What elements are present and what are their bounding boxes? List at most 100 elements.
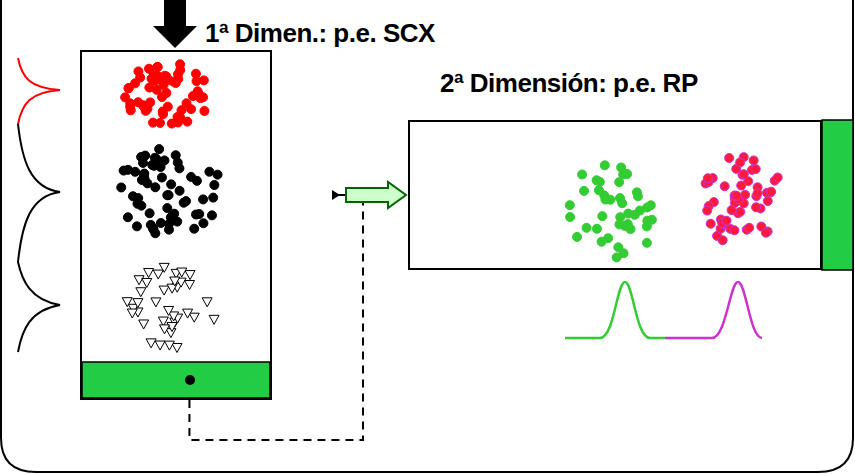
analyte-dot xyxy=(176,60,185,69)
analyte-dot xyxy=(598,212,607,221)
analyte-dot xyxy=(149,224,158,233)
analyte-dot xyxy=(192,210,201,219)
analyte-dot xyxy=(630,210,639,219)
analyte-dot xyxy=(616,213,625,222)
analyte-triangle xyxy=(159,286,169,295)
injection-arrow xyxy=(153,0,197,48)
analyte-triangle xyxy=(164,306,174,315)
analyte-triangle xyxy=(172,344,182,353)
analyte-dot xyxy=(144,64,153,73)
analyte-dot xyxy=(745,223,754,232)
analyte-dot xyxy=(727,206,736,215)
chromatography-column: 2ª Dimensión: p.e. RP xyxy=(408,120,822,270)
analyte-triangle xyxy=(153,270,163,279)
analyte-dot xyxy=(703,206,712,215)
analyte-dot xyxy=(149,118,158,127)
analyte-dot xyxy=(123,213,132,222)
analyte-dot xyxy=(642,238,651,247)
analyte-dot xyxy=(626,225,635,234)
analyte-dot xyxy=(192,77,201,86)
analyte-dot xyxy=(739,170,748,179)
transfer-connector xyxy=(189,182,406,440)
analyte-dot xyxy=(612,253,621,262)
analyte-dot xyxy=(749,156,758,165)
analyte-dot xyxy=(167,119,176,128)
analyte-dot xyxy=(592,224,601,233)
analyte-dot xyxy=(582,223,591,232)
arrowhead xyxy=(332,190,340,200)
analyte-dot xyxy=(155,145,164,154)
analyte-dot xyxy=(720,182,729,191)
analyte-triangle xyxy=(209,315,219,324)
analyte-dot xyxy=(163,204,172,213)
analyte-dot xyxy=(752,203,761,212)
analyte-dot xyxy=(205,167,214,176)
analyte-dot xyxy=(773,173,782,182)
analyte-dot xyxy=(167,180,176,189)
analyte-dot xyxy=(153,62,162,71)
analyte-triangle xyxy=(146,339,156,348)
analyte-dot xyxy=(578,170,587,179)
analyte-triangle xyxy=(177,268,187,277)
analyte-dot xyxy=(597,237,606,246)
analyte-dot xyxy=(199,195,208,204)
analyte-dot xyxy=(741,190,750,199)
analyte-dot xyxy=(594,186,603,195)
analyte-dot xyxy=(119,166,128,175)
analyte-dot xyxy=(580,186,589,195)
analyte-dot xyxy=(182,99,191,108)
analyte-dot xyxy=(600,161,609,170)
analyte-dot xyxy=(751,165,760,174)
analyte-dot xyxy=(132,222,141,231)
analyte-dot xyxy=(140,169,149,178)
analyte-dot xyxy=(736,207,745,216)
analyte-dot xyxy=(623,169,632,178)
analyte-dot xyxy=(179,198,188,207)
analyte-dot xyxy=(595,177,604,186)
analyte-dot xyxy=(117,183,126,192)
magenta-peak xyxy=(665,282,762,338)
analyte-dot xyxy=(642,222,651,231)
chromatography-column: 1ª Dimen.: p.e. SCX xyxy=(80,50,272,400)
analyte-dot xyxy=(188,92,197,101)
analyte-triangle xyxy=(160,325,170,334)
analyte-triangle xyxy=(183,309,193,318)
analyte-dot xyxy=(730,226,739,235)
dimension-heading: 2ª Dimensión: p.e. RP xyxy=(440,68,698,99)
analyte-triangle xyxy=(136,288,146,297)
dimension-heading: 1ª Dimen.: p.e. SCX xyxy=(205,18,435,49)
analyte-triangle xyxy=(164,341,174,350)
analyte-dots xyxy=(117,60,782,353)
analyte-dot xyxy=(156,218,165,227)
analyte-dot xyxy=(736,158,745,167)
black-peaks xyxy=(18,124,60,352)
analyte-triangle xyxy=(127,309,137,318)
analyte-triangle xyxy=(151,298,161,307)
analyte-dot xyxy=(618,199,627,208)
analyte-triangle xyxy=(139,320,149,329)
dashed-line xyxy=(189,195,363,440)
analyte-dot xyxy=(126,99,135,108)
analyte-dot xyxy=(601,195,610,204)
analyte-dot xyxy=(633,192,642,201)
analyte-dot xyxy=(147,74,156,83)
analyte-triangle xyxy=(133,299,143,308)
analyte-dot xyxy=(163,191,172,200)
analyte-triangle xyxy=(202,298,212,307)
analyte-dot xyxy=(718,236,727,245)
analyte-dot xyxy=(737,181,746,190)
analyte-dot xyxy=(209,193,218,202)
analyte-dot xyxy=(187,172,196,181)
analyte-triangle xyxy=(144,269,154,278)
analyte-dot xyxy=(190,224,199,233)
analyte-dot xyxy=(175,186,184,195)
column-frit xyxy=(82,362,270,398)
analyte-dot xyxy=(725,153,734,162)
analyte-dot xyxy=(158,107,167,116)
green-peak xyxy=(565,282,665,338)
analyte-dot xyxy=(722,216,731,225)
analyte-triangle xyxy=(185,280,195,289)
analyte-dot xyxy=(565,201,574,210)
